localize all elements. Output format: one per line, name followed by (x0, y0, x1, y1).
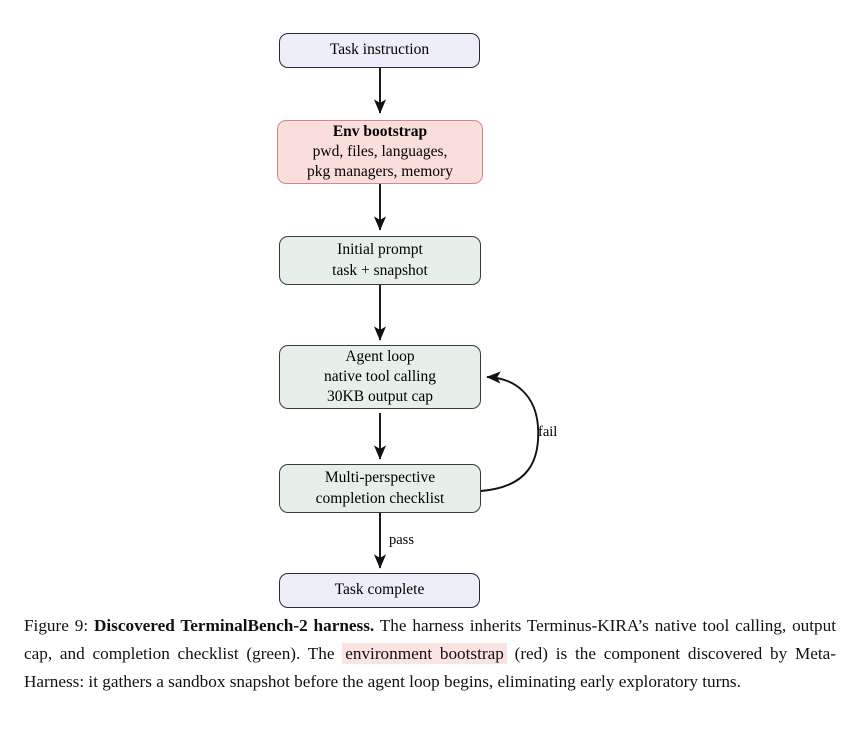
caption-figure-label: Figure 9: (24, 616, 89, 635)
node-agent-loop-line-3: 30KB output cap (327, 388, 433, 406)
node-initial-prompt-line-2: task + snapshot (332, 261, 428, 279)
node-task-complete: Task complete (279, 573, 480, 608)
edge-label-pass: pass (389, 532, 414, 548)
node-task-instruction: Task instruction (279, 33, 480, 68)
node-completion-checklist-line-2: completion checklist (315, 489, 445, 507)
node-env-bootstrap-line-2: pwd, files, languages, (312, 142, 448, 160)
node-initial-prompt: Initial prompt task + snapshot (279, 236, 481, 285)
node-initial-prompt-line-1: Initial prompt (337, 241, 423, 259)
figure-caption: Figure 9: Discovered TerminalBench-2 har… (24, 612, 836, 696)
caption-title: Discovered TerminalBench-2 harness. (93, 616, 375, 635)
figure-diagram: Task instruction Env bootstrap pwd, file… (277, 33, 558, 608)
caption-highlight: environment bootstrap (342, 642, 507, 664)
node-completion-checklist: Multi-perspective completion checklist (279, 464, 481, 513)
edge-fail-loop (480, 371, 540, 492)
edge-label-fail: fail (538, 424, 558, 440)
node-task-instruction-line-1: Task instruction (329, 41, 430, 59)
flow-connectors (373, 67, 540, 569)
node-env-bootstrap-line-3: pkg managers, memory (307, 163, 453, 181)
caption-body-first: The harness inherits Terminus-KIRA’s nat… (24, 616, 837, 663)
caption-body-second: (red) is the component discovered by Met… (24, 643, 837, 691)
node-env-bootstrap-title: Env bootstrap (332, 122, 428, 140)
node-task-complete-line-1: Task complete (334, 581, 425, 599)
node-completion-checklist-line-1: Multi-perspective (324, 469, 436, 487)
node-agent-loop: Agent loop native tool calling 30KB outp… (279, 345, 481, 409)
node-env-bootstrap: Env bootstrap pwd, files, languages, pkg… (277, 120, 483, 184)
node-agent-loop-line-2: native tool calling (324, 367, 436, 385)
node-agent-loop-line-1: Agent loop (345, 347, 415, 365)
